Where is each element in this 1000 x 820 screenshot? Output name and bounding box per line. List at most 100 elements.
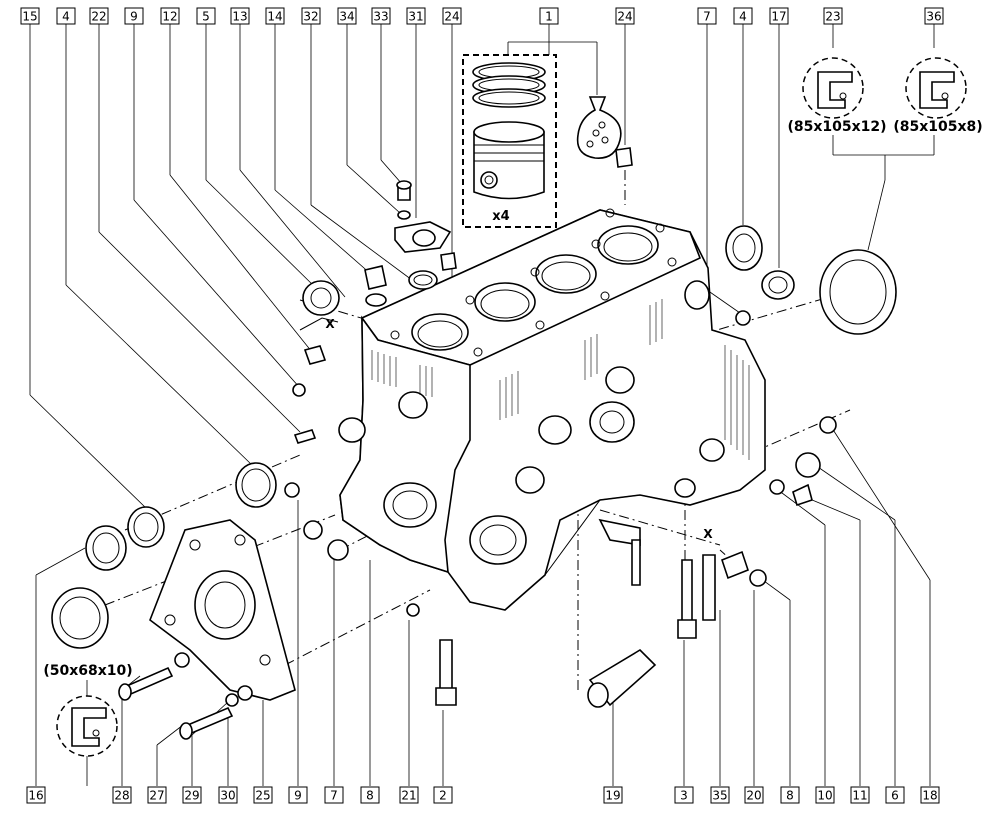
callout-box: [196, 7, 216, 25]
callout-bottom-1: 28: [112, 786, 132, 804]
callout-number: 8: [366, 789, 374, 803]
right-parts: [725, 225, 897, 507]
callout-box: [815, 786, 835, 804]
thermostat-group: [364, 180, 452, 307]
callout-top-9: 34: [337, 7, 357, 25]
plug-24-top: [615, 147, 633, 168]
callout-number: 2: [439, 789, 447, 803]
callout-number: 1: [545, 10, 553, 24]
callout-bottom-10: 2: [433, 786, 453, 804]
callout-bottom-12: 3: [674, 786, 694, 804]
callout-top-4: 12: [160, 7, 180, 25]
callout-box: [253, 786, 273, 804]
front-cover-plate: [118, 519, 296, 740]
callout-top-14: 24: [615, 7, 635, 25]
callout-number: 8: [786, 789, 794, 803]
callout-box: [230, 7, 250, 25]
callout-bottom-0: 16: [26, 786, 46, 804]
callout-box: [160, 7, 180, 25]
callout-box: [301, 7, 321, 25]
callout-bottom-19: 18: [920, 786, 940, 804]
callout-number: 16: [28, 789, 43, 803]
callout-top-3: 9: [124, 7, 144, 25]
callout-number: 30: [220, 789, 235, 803]
seal-icon-36: [905, 57, 967, 119]
callout-bottom-13: 35: [710, 786, 730, 804]
plug-24-left: [440, 252, 457, 271]
callout-number: 22: [91, 10, 106, 24]
callout-bottom-9: 21: [399, 786, 419, 804]
seal-size-50x68x10: (50x68x10): [43, 663, 132, 679]
callout-bottom-6: 9: [288, 786, 308, 804]
callout-number: 17: [771, 10, 786, 24]
callout-box: [124, 7, 144, 25]
callout-number: 28: [114, 789, 129, 803]
callout-bottom-5: 25: [253, 786, 273, 804]
callout-number: 9: [294, 789, 302, 803]
callout-bottom-7: 7: [324, 786, 344, 804]
callout-box: [56, 7, 76, 25]
callout-box: [885, 786, 905, 804]
callout-number: 5: [202, 10, 210, 24]
axis-marker-x-bottom: X: [703, 527, 713, 541]
callout-box: [371, 7, 391, 25]
callout-box: [89, 7, 109, 25]
callout-box: [433, 786, 453, 804]
callout-box: [337, 7, 357, 25]
callout-box: [539, 7, 559, 25]
callout-number: 35: [712, 789, 727, 803]
callout-box: [769, 7, 789, 25]
callout-top-7: 14: [265, 7, 285, 25]
callout-bottom-2: 27: [147, 786, 167, 804]
callout-bottom-16: 10: [815, 786, 835, 804]
callout-box: [697, 7, 717, 25]
callout-box: [710, 786, 730, 804]
callout-box: [920, 786, 940, 804]
callout-box: [924, 7, 944, 25]
callout-number: 23: [825, 10, 840, 24]
callout-number: 13: [232, 10, 247, 24]
bottom-parts: [435, 539, 767, 708]
leader-lines: [29, 24, 935, 786]
callout-top-2: 22: [89, 7, 109, 25]
callout-number: 21: [401, 789, 416, 803]
left-small-parts: X: [284, 280, 420, 617]
callout-bottom-15: 8: [780, 786, 800, 804]
callout-number: 34: [339, 10, 354, 24]
callout-box: [360, 786, 380, 804]
callout-number: 18: [922, 789, 937, 803]
callout-number: 12: [162, 10, 177, 24]
callout-box: [20, 7, 40, 25]
callout-box: [850, 786, 870, 804]
piston-quantity: x4: [492, 209, 509, 224]
callout-bottom-11: 19: [603, 786, 623, 804]
callout-number: 25: [255, 789, 270, 803]
seal-icon-26: [56, 680, 118, 786]
callout-box: [744, 786, 764, 804]
callout-box: [406, 7, 426, 25]
callout-bottom-4: 30: [218, 786, 238, 804]
callout-number: 3: [680, 789, 688, 803]
callout-number: 9: [130, 10, 138, 24]
callout-number: 32: [303, 10, 318, 24]
callout-number: 10: [817, 789, 832, 803]
block-ribs: [371, 299, 750, 460]
callout-top-10: 33: [371, 7, 391, 25]
callout-number: 24: [444, 10, 459, 24]
callout-box: [603, 786, 623, 804]
callout-box: [674, 786, 694, 804]
callout-box: [324, 786, 344, 804]
callout-box: [26, 786, 46, 804]
callout-box: [218, 786, 238, 804]
callout-top-5: 5: [196, 7, 216, 25]
callout-number: 15: [22, 10, 37, 24]
callout-number: 20: [746, 789, 761, 803]
callout-number: 29: [184, 789, 199, 803]
callout-number: 7: [330, 789, 338, 803]
callout-top-11: 31: [406, 7, 426, 25]
seal-icon-23: [802, 57, 864, 119]
callout-box: [733, 7, 753, 25]
